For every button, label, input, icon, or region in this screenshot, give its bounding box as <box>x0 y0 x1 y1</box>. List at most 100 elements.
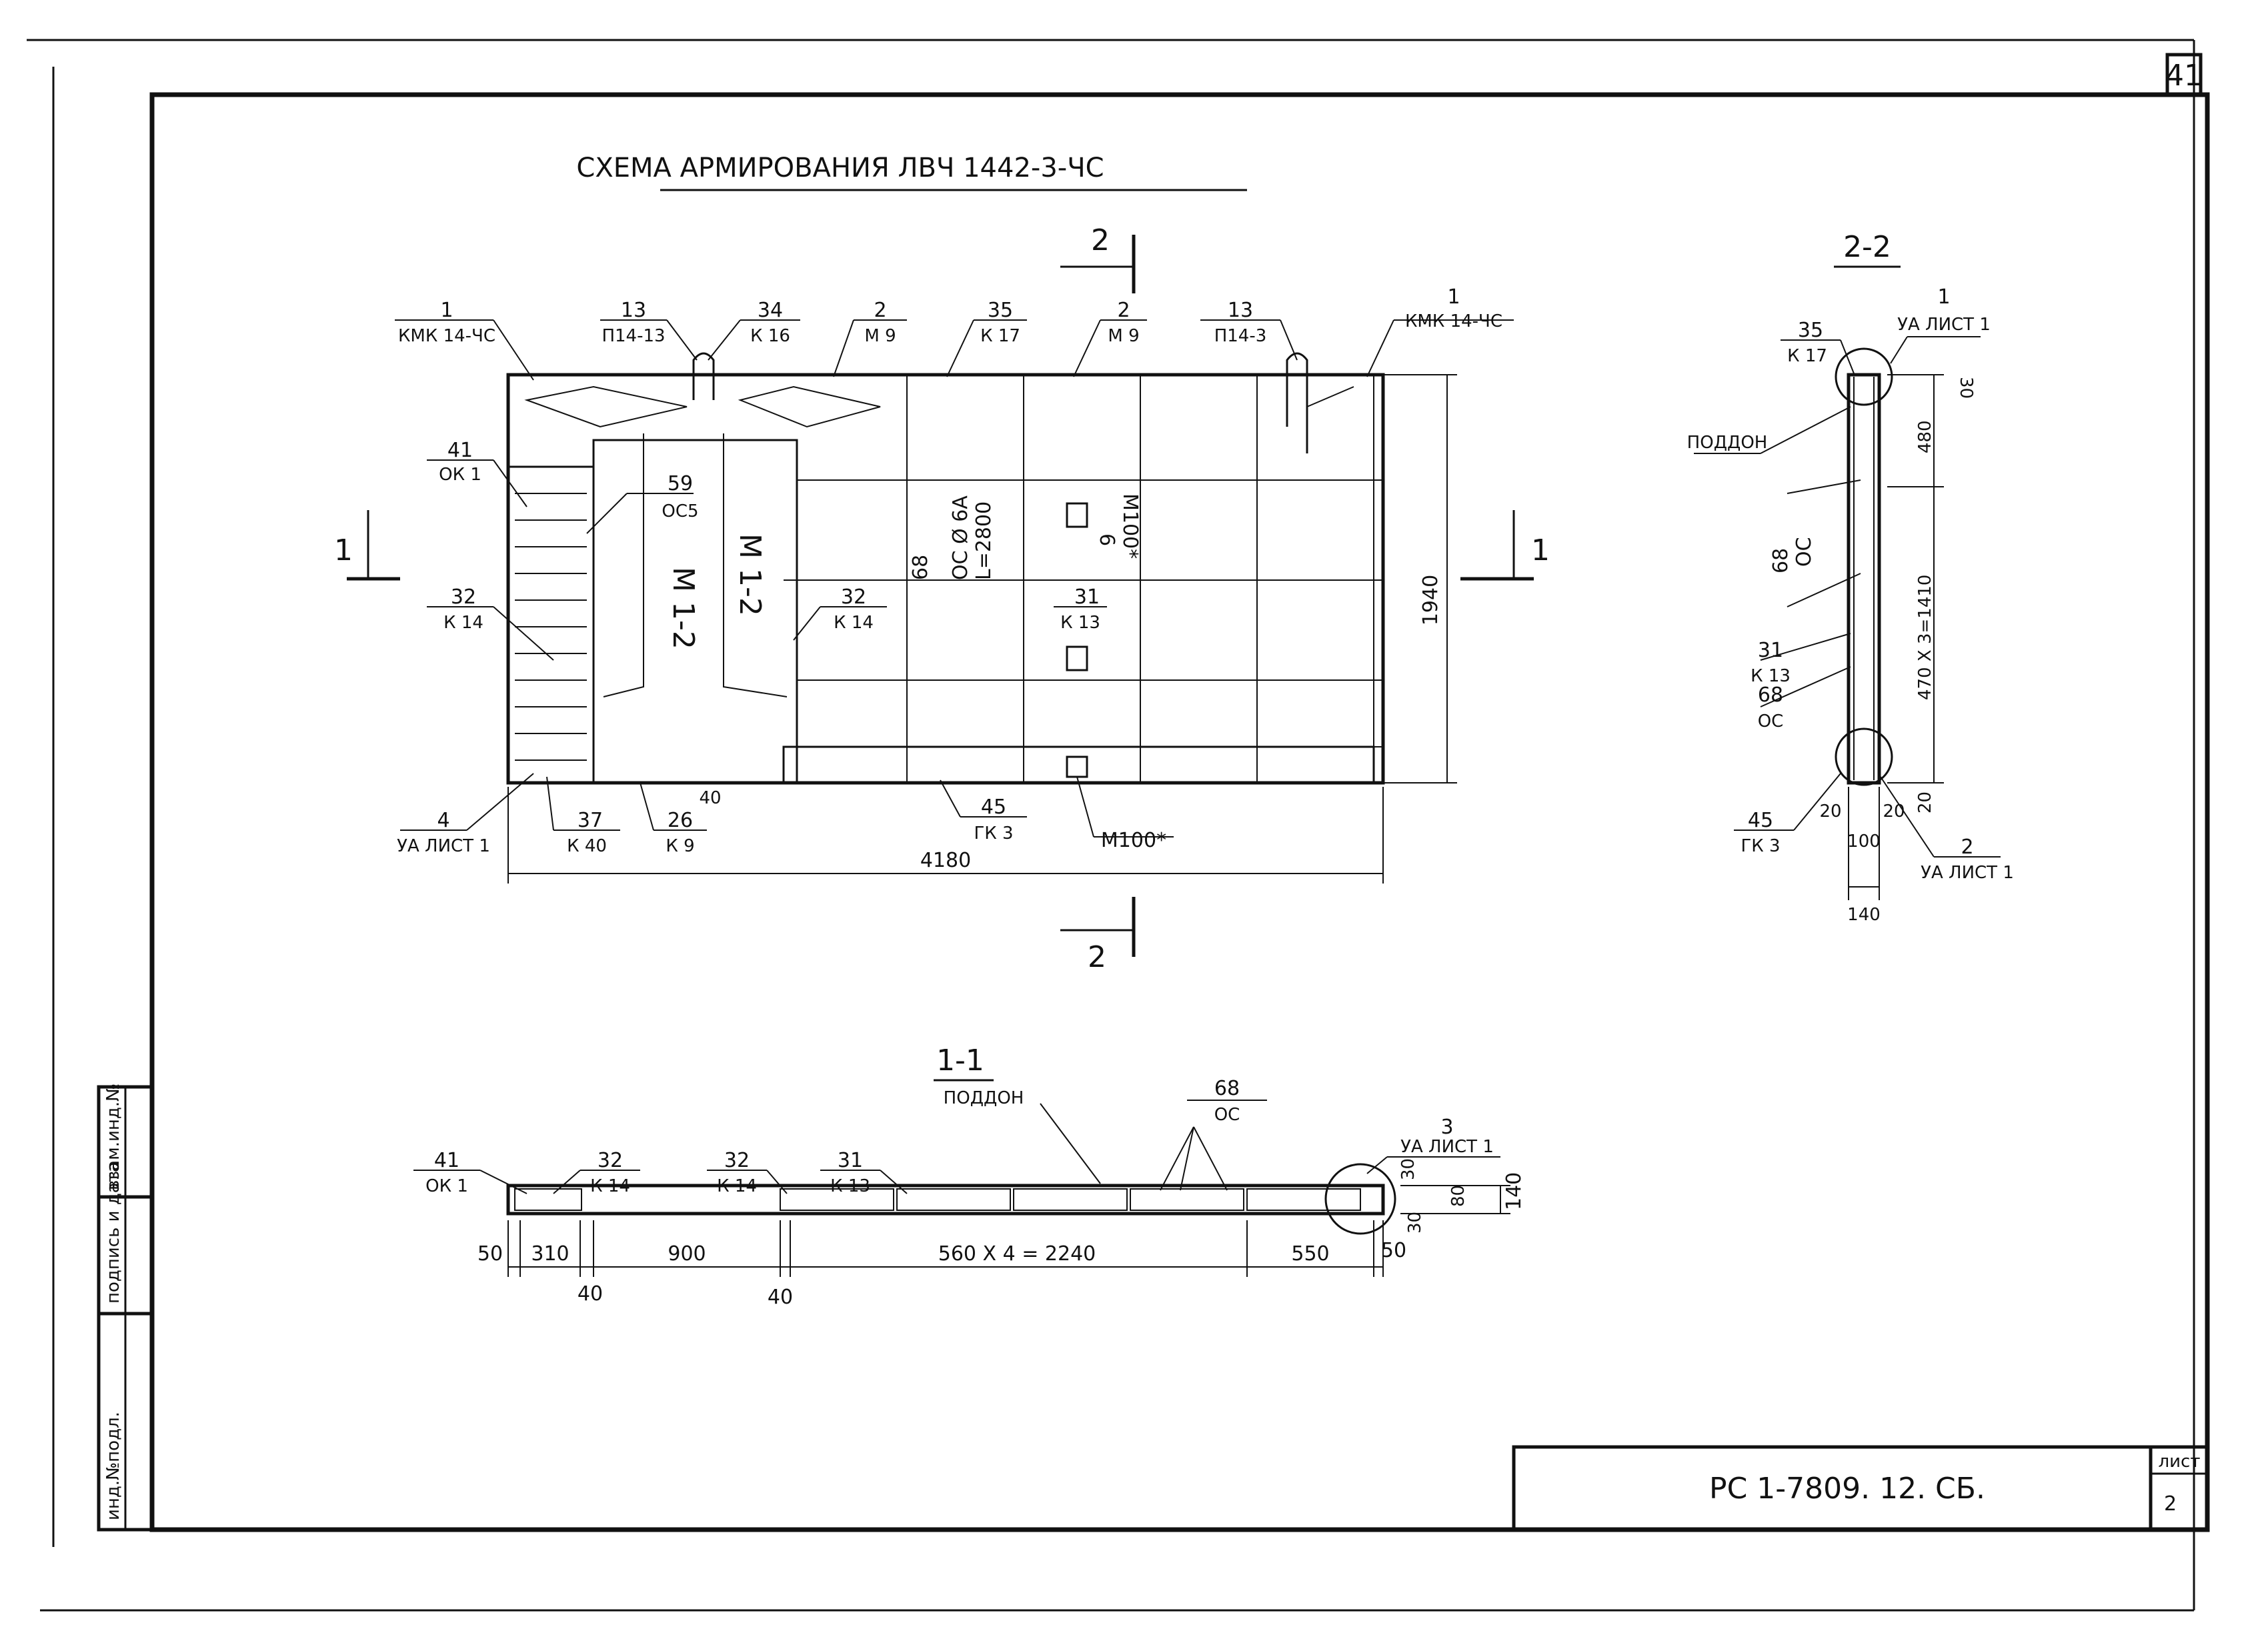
callout-s22-68b-num: 68 <box>1758 683 1783 707</box>
callout-plan-13a-num: 13 <box>621 299 646 322</box>
callout-plan-13a-code: П14-13 <box>602 326 665 346</box>
dim-s22-20a: 20 <box>1819 801 1841 822</box>
callout-plan-2a-num: 2 <box>874 299 886 322</box>
dim-s22-1410: 470 X 3=1410 <box>1915 575 1935 700</box>
callout-s22-68b-code: ОС <box>1758 711 1784 731</box>
callout-plan-1b-code: КМК 14-ЧС <box>1405 311 1502 331</box>
dim-s11-900: 900 <box>668 1242 706 1266</box>
callout-plan-4-num: 4 <box>437 809 449 832</box>
dim-s11-40b: 40 <box>768 1286 793 1309</box>
mesh-m100-label: М100* <box>1118 493 1142 559</box>
stamp-inv-no: инд.№подл. <box>103 1412 123 1520</box>
section-mark-1-right: 1 <box>1531 533 1550 567</box>
callout-s11-41-num: 41 <box>434 1149 459 1172</box>
callout-s11-32a-num: 32 <box>598 1149 623 1172</box>
dim-width: 4180 <box>920 849 971 872</box>
callout-plan-59-num: 59 <box>668 472 693 495</box>
callout-plan-13b-code: П14-3 <box>1214 326 1267 346</box>
callout-s11-31-num: 31 <box>838 1149 863 1172</box>
callout-s22-2-num: 2 <box>1961 836 1973 859</box>
plan-callouts: 1 КМК 14-ЧС 13 П14-13 34 К 16 2 М 9 35 К… <box>395 285 1514 856</box>
callout-s11-32b-code: К 14 <box>717 1176 757 1196</box>
callout-plan-35-num: 35 <box>988 299 1013 322</box>
dim-s11-310: 310 <box>531 1242 569 1266</box>
drawing-title: СХЕМА АРМИРОВАНИЯ ЛВЧ 1442-3-ЧС <box>576 153 1104 183</box>
callout-plan-4-code: УА ЛИСТ 1 <box>397 836 490 856</box>
dim-s11-140: 140 <box>1502 1172 1526 1210</box>
callout-plan-2b-num: 2 <box>1117 299 1130 322</box>
callout-s22-35-num: 35 <box>1798 319 1823 342</box>
title-block-sheet-num: 2 <box>2164 1492 2177 1516</box>
sheet-frame: 41 <box>27 39 2210 1612</box>
mesh-m100-bottom: М100* <box>1101 829 1166 852</box>
callout-plan-59-code: ОС5 <box>662 501 698 521</box>
callout-plan-32a-code: К 14 <box>443 613 483 633</box>
dim-s22-480: 480 <box>1915 420 1935 453</box>
callout-plan-26-code: К 9 <box>666 836 694 856</box>
corner-sheet-number: 41 <box>2165 59 2203 93</box>
callout-s22-68a-code: ОС <box>1793 537 1816 567</box>
plan-dimensions: 4180 1940 <box>507 374 1457 884</box>
section-2-2: 2-2 35 К 17 1 УА ЛИСТ 1 ПОДДОН 68 ОС 31 <box>1687 230 2014 925</box>
callout-plan-1a-code: КМК 14-ЧС <box>398 326 495 346</box>
dim-s22-100: 100 <box>1847 832 1881 852</box>
title-block-code: РС 1-7809. 12. СБ. <box>1709 1472 1985 1506</box>
callout-plan-35-code: К 17 <box>980 326 1020 346</box>
section-1-1-subtitle: ПОДДОН <box>944 1088 1024 1108</box>
side-stamp: инд.№подл. подпись и дата взам.инд.№ <box>97 1084 154 1532</box>
callout-s11-68-code: ОС <box>1214 1105 1240 1125</box>
dim-s11-550: 550 <box>1291 1242 1329 1266</box>
title-block-sheet-label: лист <box>2159 1452 2201 1472</box>
section-mark-2-top: 2 <box>1091 223 1110 257</box>
callout-plan-37-code: К 40 <box>567 836 607 856</box>
bar-label-line2: L=2800 <box>972 501 996 580</box>
section-mark-1-left: 1 <box>334 533 353 567</box>
mesh-m100-num: 6 <box>1095 533 1118 546</box>
callout-plan-32a-num: 32 <box>451 585 476 609</box>
callout-plan-34-num: 34 <box>758 299 783 322</box>
callout-plan-2b-code: М 9 <box>1108 326 1139 346</box>
section-mark-2-bottom: 2 <box>1088 940 1106 974</box>
section-markers: 2 2 1 1 <box>334 223 1550 974</box>
callout-plan-41-code: ОК 1 <box>439 465 481 485</box>
callout-plan-37-num: 37 <box>578 809 603 832</box>
dim-s11-30b: 30 <box>1405 1212 1425 1234</box>
callout-s11-3-code: УА ЛИСТ 1 <box>1400 1137 1494 1157</box>
mesh-right-label: М 1-2 <box>733 533 767 616</box>
callout-s22-45-num: 45 <box>1748 809 1773 832</box>
dim-s11-40a: 40 <box>578 1282 603 1306</box>
stamp-replaces: взам.инд.№ <box>103 1084 123 1190</box>
callout-s22-1-code: УА ЛИСТ 1 <box>1897 315 1991 335</box>
dim-s11-30a: 30 <box>1398 1158 1418 1180</box>
dim-s22-30: 30 <box>1956 377 1976 399</box>
callout-plan-13b-num: 13 <box>1228 299 1253 322</box>
bar-label-line1: ОС Ø 6А <box>949 495 972 580</box>
callout-s22-31-num: 31 <box>1758 639 1783 662</box>
callout-plan-1b-num: 1 <box>1447 285 1460 309</box>
section-2-2-title: 2-2 <box>1843 230 1891 264</box>
dim-s11-50a: 50 <box>477 1242 503 1266</box>
callout-s22-poddon: ПОДДОН <box>1687 433 1768 453</box>
callout-plan-2a-code: М 9 <box>864 326 896 346</box>
callout-s11-32a-code: К 14 <box>590 1176 630 1196</box>
mesh-left-label: М 1-2 <box>666 567 700 649</box>
callout-plan-32b-num: 32 <box>841 585 866 609</box>
callout-plan-41-num: 41 <box>447 439 473 462</box>
dim-s22-140: 140 <box>1847 905 1881 925</box>
dim-s11-80: 80 <box>1448 1185 1468 1207</box>
callout-s11-31-code: К 13 <box>830 1176 870 1196</box>
section-1-1-title: 1-1 <box>936 1044 984 1078</box>
callout-s11-3-num: 3 <box>1440 1116 1453 1139</box>
callout-plan-32b-code: К 14 <box>834 613 874 633</box>
dim-s11-2240: 560 X 4 = 2240 <box>938 1242 1096 1266</box>
callout-plan-31-num: 31 <box>1074 585 1100 609</box>
stamp-signature-date: подпись и дата <box>103 1162 123 1304</box>
callout-s22-31-code: К 13 <box>1751 666 1791 686</box>
plan-view: М 1-2 М 1-2 6 М100* 68 ОС Ø 6А L=2800 <box>506 352 1385 785</box>
callout-s11-32b-num: 32 <box>724 1149 750 1172</box>
callout-s22-45-code: ГК 3 <box>1741 836 1780 856</box>
dim-small-40: 40 <box>699 788 721 808</box>
callout-plan-45-code: ГК 3 <box>974 824 1013 844</box>
callout-plan-34-code: К 16 <box>750 326 790 346</box>
